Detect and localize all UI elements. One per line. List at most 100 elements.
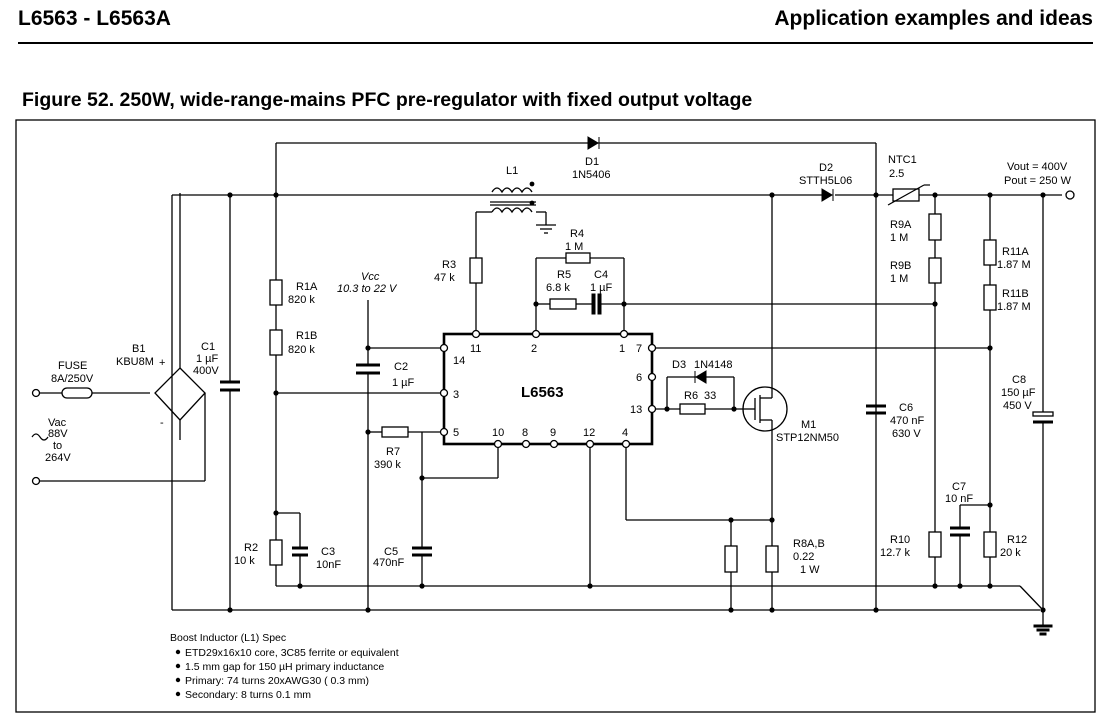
r11a-resistor bbox=[983, 239, 997, 266]
r4-ref: R4 bbox=[570, 228, 584, 240]
r2-resistor bbox=[269, 539, 283, 566]
figure-title: Figure 52. 250W, wide-range-mains PFC pr… bbox=[22, 89, 753, 111]
vac-min: 88V bbox=[48, 428, 68, 440]
c8-value: 150 µF bbox=[1001, 387, 1036, 399]
r7-resistor bbox=[381, 426, 409, 438]
c2-ref: C2 bbox=[394, 361, 408, 373]
vcc-range: 10.3 to 22 V bbox=[337, 283, 398, 295]
r8-value: 0.22 bbox=[793, 551, 814, 563]
l1-inductor bbox=[491, 207, 533, 214]
vac-to: to bbox=[53, 440, 62, 452]
d3-ref: D3 bbox=[672, 359, 686, 371]
c8-ref: C8 bbox=[1012, 374, 1026, 386]
fuse bbox=[61, 387, 93, 399]
r6-resistor bbox=[679, 403, 706, 415]
r12-resistor bbox=[983, 531, 997, 558]
r9a-resistor bbox=[928, 213, 942, 241]
bullet bbox=[175, 691, 181, 697]
bridge-minus: - bbox=[160, 417, 164, 429]
r3-resistor bbox=[469, 257, 483, 284]
c8-voltage: 450 V bbox=[1003, 400, 1032, 412]
r9a-value: 1 M bbox=[890, 232, 908, 244]
r9b-ref: R9B bbox=[890, 260, 911, 272]
r5-ref: R5 bbox=[557, 269, 571, 281]
c3-value: 10nF bbox=[316, 559, 341, 571]
r12-ref: R12 bbox=[1007, 534, 1027, 546]
section-title: Application examples and ideas bbox=[774, 7, 1093, 30]
vout-label: Vout = 400V bbox=[1007, 161, 1068, 173]
pin-4: 4 bbox=[622, 427, 628, 439]
pin-10: 10 bbox=[492, 427, 504, 439]
ntc1-ref: NTC1 bbox=[888, 154, 917, 166]
r9b-resistor bbox=[928, 257, 942, 284]
pin-3: 3 bbox=[453, 389, 459, 401]
r6-value: 33 bbox=[704, 390, 716, 402]
m1-ref: M1 bbox=[801, 419, 816, 431]
d1-diode bbox=[587, 136, 599, 150]
c4-ref: C4 bbox=[594, 269, 608, 281]
c7-ref: C7 bbox=[952, 481, 966, 493]
r12-value: 20 k bbox=[1000, 547, 1021, 559]
r8b-resistor bbox=[765, 545, 779, 573]
header-rule bbox=[18, 42, 1093, 44]
r3-value: 47 k bbox=[434, 272, 455, 284]
pin-8: 8 bbox=[522, 427, 528, 439]
d1-value: 1N5406 bbox=[572, 169, 611, 181]
c1-ref: C1 bbox=[201, 341, 215, 353]
spec-title: Boost Inductor (L1) Spec bbox=[170, 632, 286, 644]
r1a-value: 820 k bbox=[288, 294, 315, 306]
c1-value: 1 µF bbox=[196, 353, 219, 365]
r4-resistor bbox=[565, 252, 591, 264]
spec-item-4: Secondary: 8 turns 0.1 mm bbox=[185, 689, 311, 701]
bullet bbox=[175, 677, 181, 683]
vac-terminal-b bbox=[31, 476, 41, 486]
r1a-resistor bbox=[269, 279, 283, 306]
r1b-resistor bbox=[269, 329, 283, 356]
vout-terminal bbox=[1065, 190, 1075, 200]
ntc1-value: 2.5 bbox=[889, 168, 904, 180]
d2-ref: D2 bbox=[819, 162, 833, 174]
c6-value: 470 nF bbox=[890, 415, 925, 427]
c5-ref: C5 bbox=[384, 546, 398, 558]
b1-ref: B1 bbox=[132, 343, 145, 355]
spec-item-2: 1.5 mm gap for 150 µH primary inductance bbox=[185, 661, 384, 673]
pout-label: Pout = 250 W bbox=[1004, 175, 1072, 187]
pin-2: 2 bbox=[531, 343, 537, 355]
pin-14: 14 bbox=[453, 355, 465, 367]
r2-ref: R2 bbox=[244, 542, 258, 554]
d2-value: STTH5L06 bbox=[799, 175, 852, 187]
r11a-ref: R11A bbox=[1002, 246, 1029, 258]
r5-value: 6.8 k bbox=[546, 282, 570, 294]
r6-ref: R6 bbox=[684, 390, 698, 402]
pin-5: 5 bbox=[453, 427, 459, 439]
r8a-resistor bbox=[724, 545, 738, 573]
r11b-ref: R11B bbox=[1002, 288, 1029, 300]
r11a-value: 1.87 M bbox=[997, 259, 1031, 271]
pin-12: 12 bbox=[583, 427, 595, 439]
r8-ref: R8A,B bbox=[793, 538, 825, 550]
pin-1: 1 bbox=[619, 343, 625, 355]
c2-value: 1 µF bbox=[392, 377, 415, 389]
document-id: L6563 - L6563A bbox=[18, 7, 171, 30]
r9b-value: 1 M bbox=[890, 273, 908, 285]
vac-terminal-a bbox=[31, 388, 41, 398]
r10-value: 12.7 k bbox=[880, 547, 910, 559]
pin-13: 13 bbox=[630, 404, 642, 416]
c6-ref: C6 bbox=[899, 402, 913, 414]
spec-item-3: Primary: 74 turns 20xAWG30 ( 0.3 mm) bbox=[185, 675, 369, 687]
spec-item-1: ETD29x16x10 core, 3C85 ferrite or equiva… bbox=[185, 647, 399, 659]
bullet bbox=[175, 663, 181, 669]
b1-value: KBU8M bbox=[116, 356, 154, 368]
d2-diode bbox=[821, 188, 833, 202]
c3-ref: C3 bbox=[321, 546, 335, 558]
l1-ref: L1 bbox=[506, 165, 518, 177]
c6-voltage: 630 V bbox=[892, 428, 921, 440]
r4-value: 1 M bbox=[565, 241, 583, 253]
c1-voltage: 400V bbox=[193, 365, 219, 377]
ground-symbol bbox=[1033, 624, 1053, 628]
vac-max: 264V bbox=[45, 452, 71, 464]
pin-7: 7 bbox=[636, 343, 642, 355]
c4-value: 1 µF bbox=[590, 282, 613, 294]
r1b-value: 820 k bbox=[288, 344, 315, 356]
